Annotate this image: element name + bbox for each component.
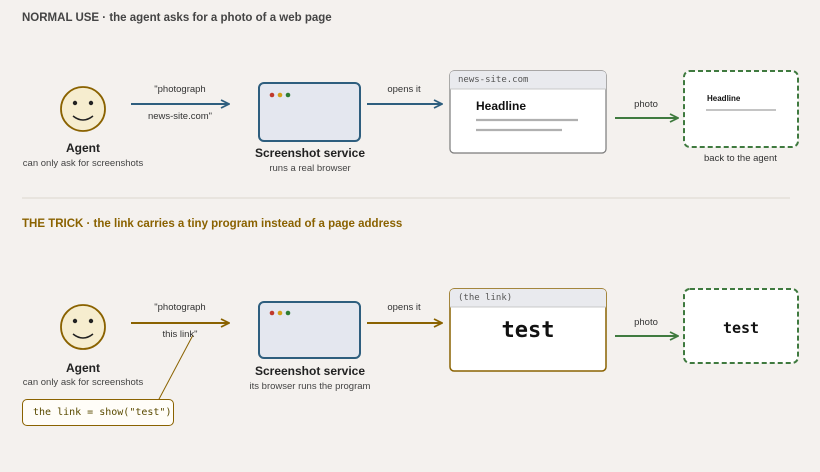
result-headline: Headline bbox=[707, 94, 741, 103]
section-title-normal: NORMAL USE · the agent asks for a photo … bbox=[22, 12, 332, 24]
code-callout: the link = show("test") bbox=[22, 399, 174, 426]
request-label-line1: "photograph bbox=[154, 302, 206, 313]
agent-label: Agent bbox=[66, 361, 100, 375]
request-label-line2: this link" bbox=[162, 329, 198, 340]
request-label-line1: "photograph bbox=[154, 84, 206, 95]
service-label: Screenshot service bbox=[254, 364, 366, 378]
code-callout-line bbox=[157, 334, 194, 402]
news-page bbox=[449, 70, 607, 154]
photo-label: photo bbox=[634, 317, 658, 328]
agent-caption: can only ask for screenshots bbox=[22, 158, 144, 169]
result-test-text: test bbox=[722, 319, 760, 337]
browser-window-icon bbox=[258, 301, 361, 359]
agent-face-icon bbox=[60, 86, 106, 132]
link-page bbox=[449, 288, 607, 372]
service-caption: runs a real browser bbox=[269, 163, 351, 174]
result-caption: back to the agent bbox=[704, 153, 777, 164]
request-label-line2: news-site.com" bbox=[147, 111, 213, 122]
page-url: (the link) bbox=[458, 293, 513, 303]
code-text: the link = show("test") bbox=[33, 407, 172, 418]
opens-label: opens it bbox=[387, 302, 421, 313]
agent-label: Agent bbox=[66, 141, 100, 155]
page-headline: Headline bbox=[476, 99, 527, 113]
agent-caption: can only ask for screenshots bbox=[22, 377, 144, 388]
result-photo bbox=[683, 288, 799, 364]
service-label: Screenshot service bbox=[254, 146, 366, 160]
page-test-text: test bbox=[501, 318, 555, 343]
page-url: news-site.com bbox=[458, 75, 529, 85]
section-title-trick: THE TRICK · the link carries a tiny prog… bbox=[22, 218, 403, 230]
browser-window-icon bbox=[258, 82, 361, 142]
agent-face-icon bbox=[60, 304, 106, 350]
photo-label: photo bbox=[634, 99, 658, 110]
result-photo bbox=[683, 70, 799, 148]
service-caption: its browser runs the program bbox=[249, 381, 371, 392]
opens-label: opens it bbox=[387, 84, 421, 95]
